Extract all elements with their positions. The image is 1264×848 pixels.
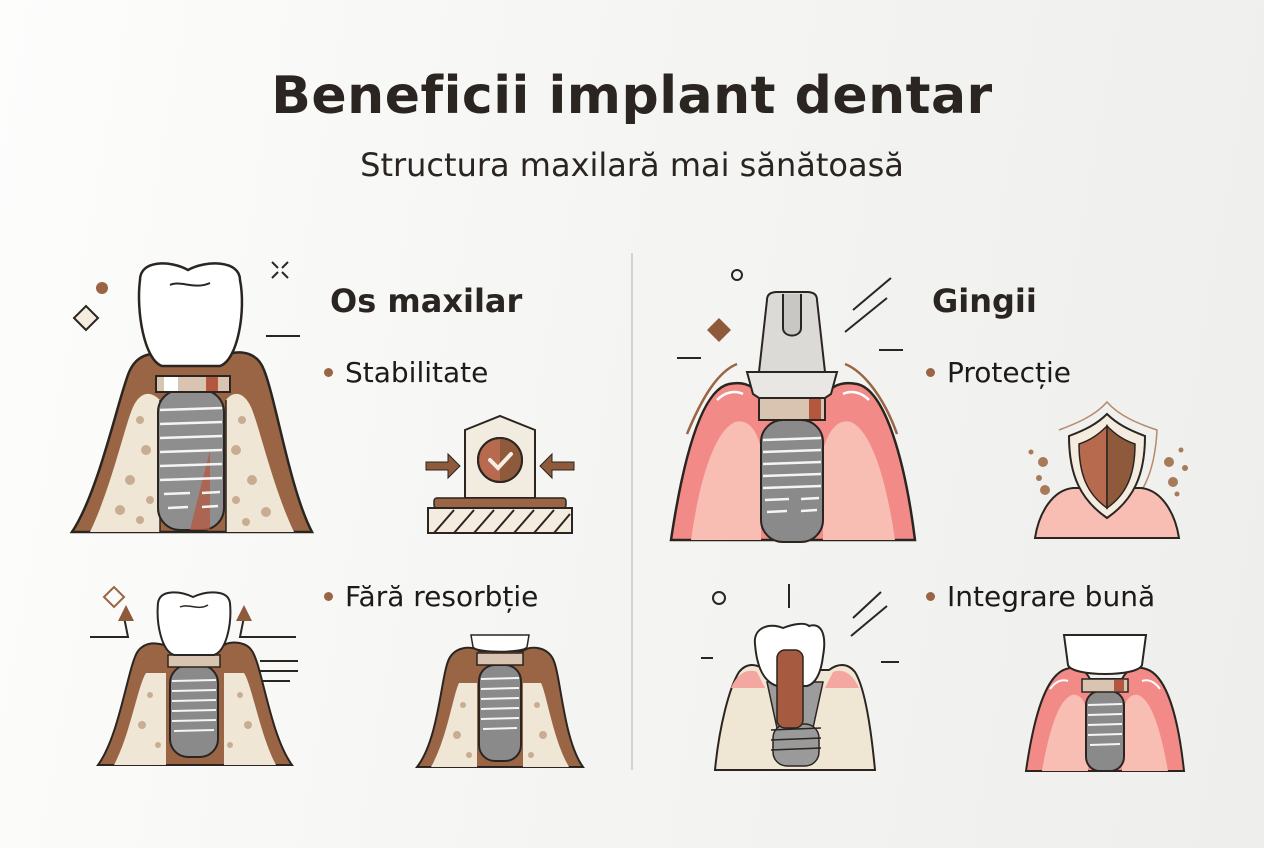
bullet-dot-icon <box>324 592 333 601</box>
gum-integrated-implant-icon <box>1024 634 1186 772</box>
bullet-label: Integrare bună <box>947 580 1156 613</box>
bullet-protectie: Protecție <box>926 356 1071 389</box>
gum-shield-icon <box>1028 400 1188 539</box>
section-divider <box>631 253 633 770</box>
section-heading-os-maxilar: Os maxilar <box>330 282 523 320</box>
bullet-integrare-buna: Integrare bună <box>926 580 1155 613</box>
bullet-fara-resorbtie: Fără resorbție <box>324 580 538 613</box>
section-heading-gingii: Gingii <box>932 282 1037 320</box>
tooth-post-in-gum-icon <box>701 584 899 771</box>
bullet-label: Fără resorbție <box>345 580 539 613</box>
bullet-dot-icon <box>926 368 935 377</box>
bullet-label: Stabilitate <box>345 356 489 389</box>
bullet-label: Protecție <box>947 356 1072 389</box>
bullet-dot-icon <box>926 592 935 601</box>
implant-in-jawbone-icon <box>69 261 315 534</box>
bullet-dot-icon <box>324 368 333 377</box>
stability-shield-check-icon <box>425 414 575 534</box>
bone-growth-implant-icon <box>90 585 298 766</box>
bone-preserved-implant-icon <box>414 634 585 768</box>
page-subtitle: Structura maxilară mai sănătoasă <box>360 146 904 184</box>
bullet-stabilitate: Stabilitate <box>324 356 488 389</box>
page-title: Beneficii implant dentar <box>271 66 993 126</box>
abutment-in-gum-icon <box>669 269 917 543</box>
